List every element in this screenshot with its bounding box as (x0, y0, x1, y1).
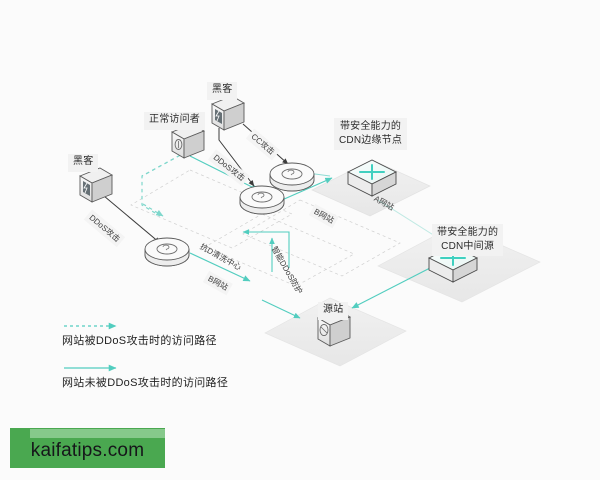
label-cdn-edge-line2: CDN边缘节点 (339, 134, 403, 146)
label-hacker-left: 黑客 (68, 154, 99, 172)
label-cdn-midsource: 带安全能力的 CDN中间源 (432, 224, 504, 256)
node-shield-disc-b[interactable] (239, 185, 285, 215)
watermark-text: kaifatips.com (30, 440, 145, 461)
label-cdn-midsource-line1: 带安全能力的 (437, 227, 499, 238)
label-cdn-midsource-line2: CDN中间源 (441, 240, 495, 252)
legend-swatch-dashed (64, 318, 124, 330)
path-shield-b-to-cdn-edge (281, 177, 333, 201)
label-hacker-top: 黑客 (207, 82, 238, 100)
path-scrub-return (242, 229, 290, 268)
path-visitor-to-shield-b (189, 155, 259, 191)
legend: 网站被DDoS攻击时的访问路径 网站未被DDoS攻击时的访问路径 (60, 316, 310, 400)
label-cdn-edge: 带安全能力的 CDN边缘节点 (334, 118, 408, 150)
line-ddos-attack-left (103, 195, 161, 244)
legend-row-normal (60, 358, 310, 372)
node-shield-disc-a[interactable] (269, 162, 315, 192)
label-normal-visitor: 正常访问者 (144, 112, 205, 130)
legend-swatch-solid (64, 360, 124, 372)
legend-text-attacked: 网站被DDoS攻击时的访问路径 (62, 335, 217, 347)
node-hacker-top[interactable] (210, 95, 246, 131)
label-cdn-edge-line1: 带安全能力的 (339, 121, 402, 132)
path-into-origin (261, 299, 301, 319)
label-origin-site: 源站 (318, 302, 349, 320)
node-hacker-left[interactable] (78, 167, 114, 203)
path-attacked (141, 151, 187, 217)
legend-row-attacked (60, 316, 310, 330)
legend-text-normal: 网站未被DDoS攻击时的访问路径 (62, 377, 229, 389)
node-cdn-edge[interactable] (346, 159, 398, 197)
path-shield-c-to-origin (189, 252, 251, 282)
path-midsource-to-origin (351, 267, 431, 309)
node-shield-disc-c[interactable] (144, 237, 190, 267)
watermark-highlight-bar (30, 429, 165, 438)
